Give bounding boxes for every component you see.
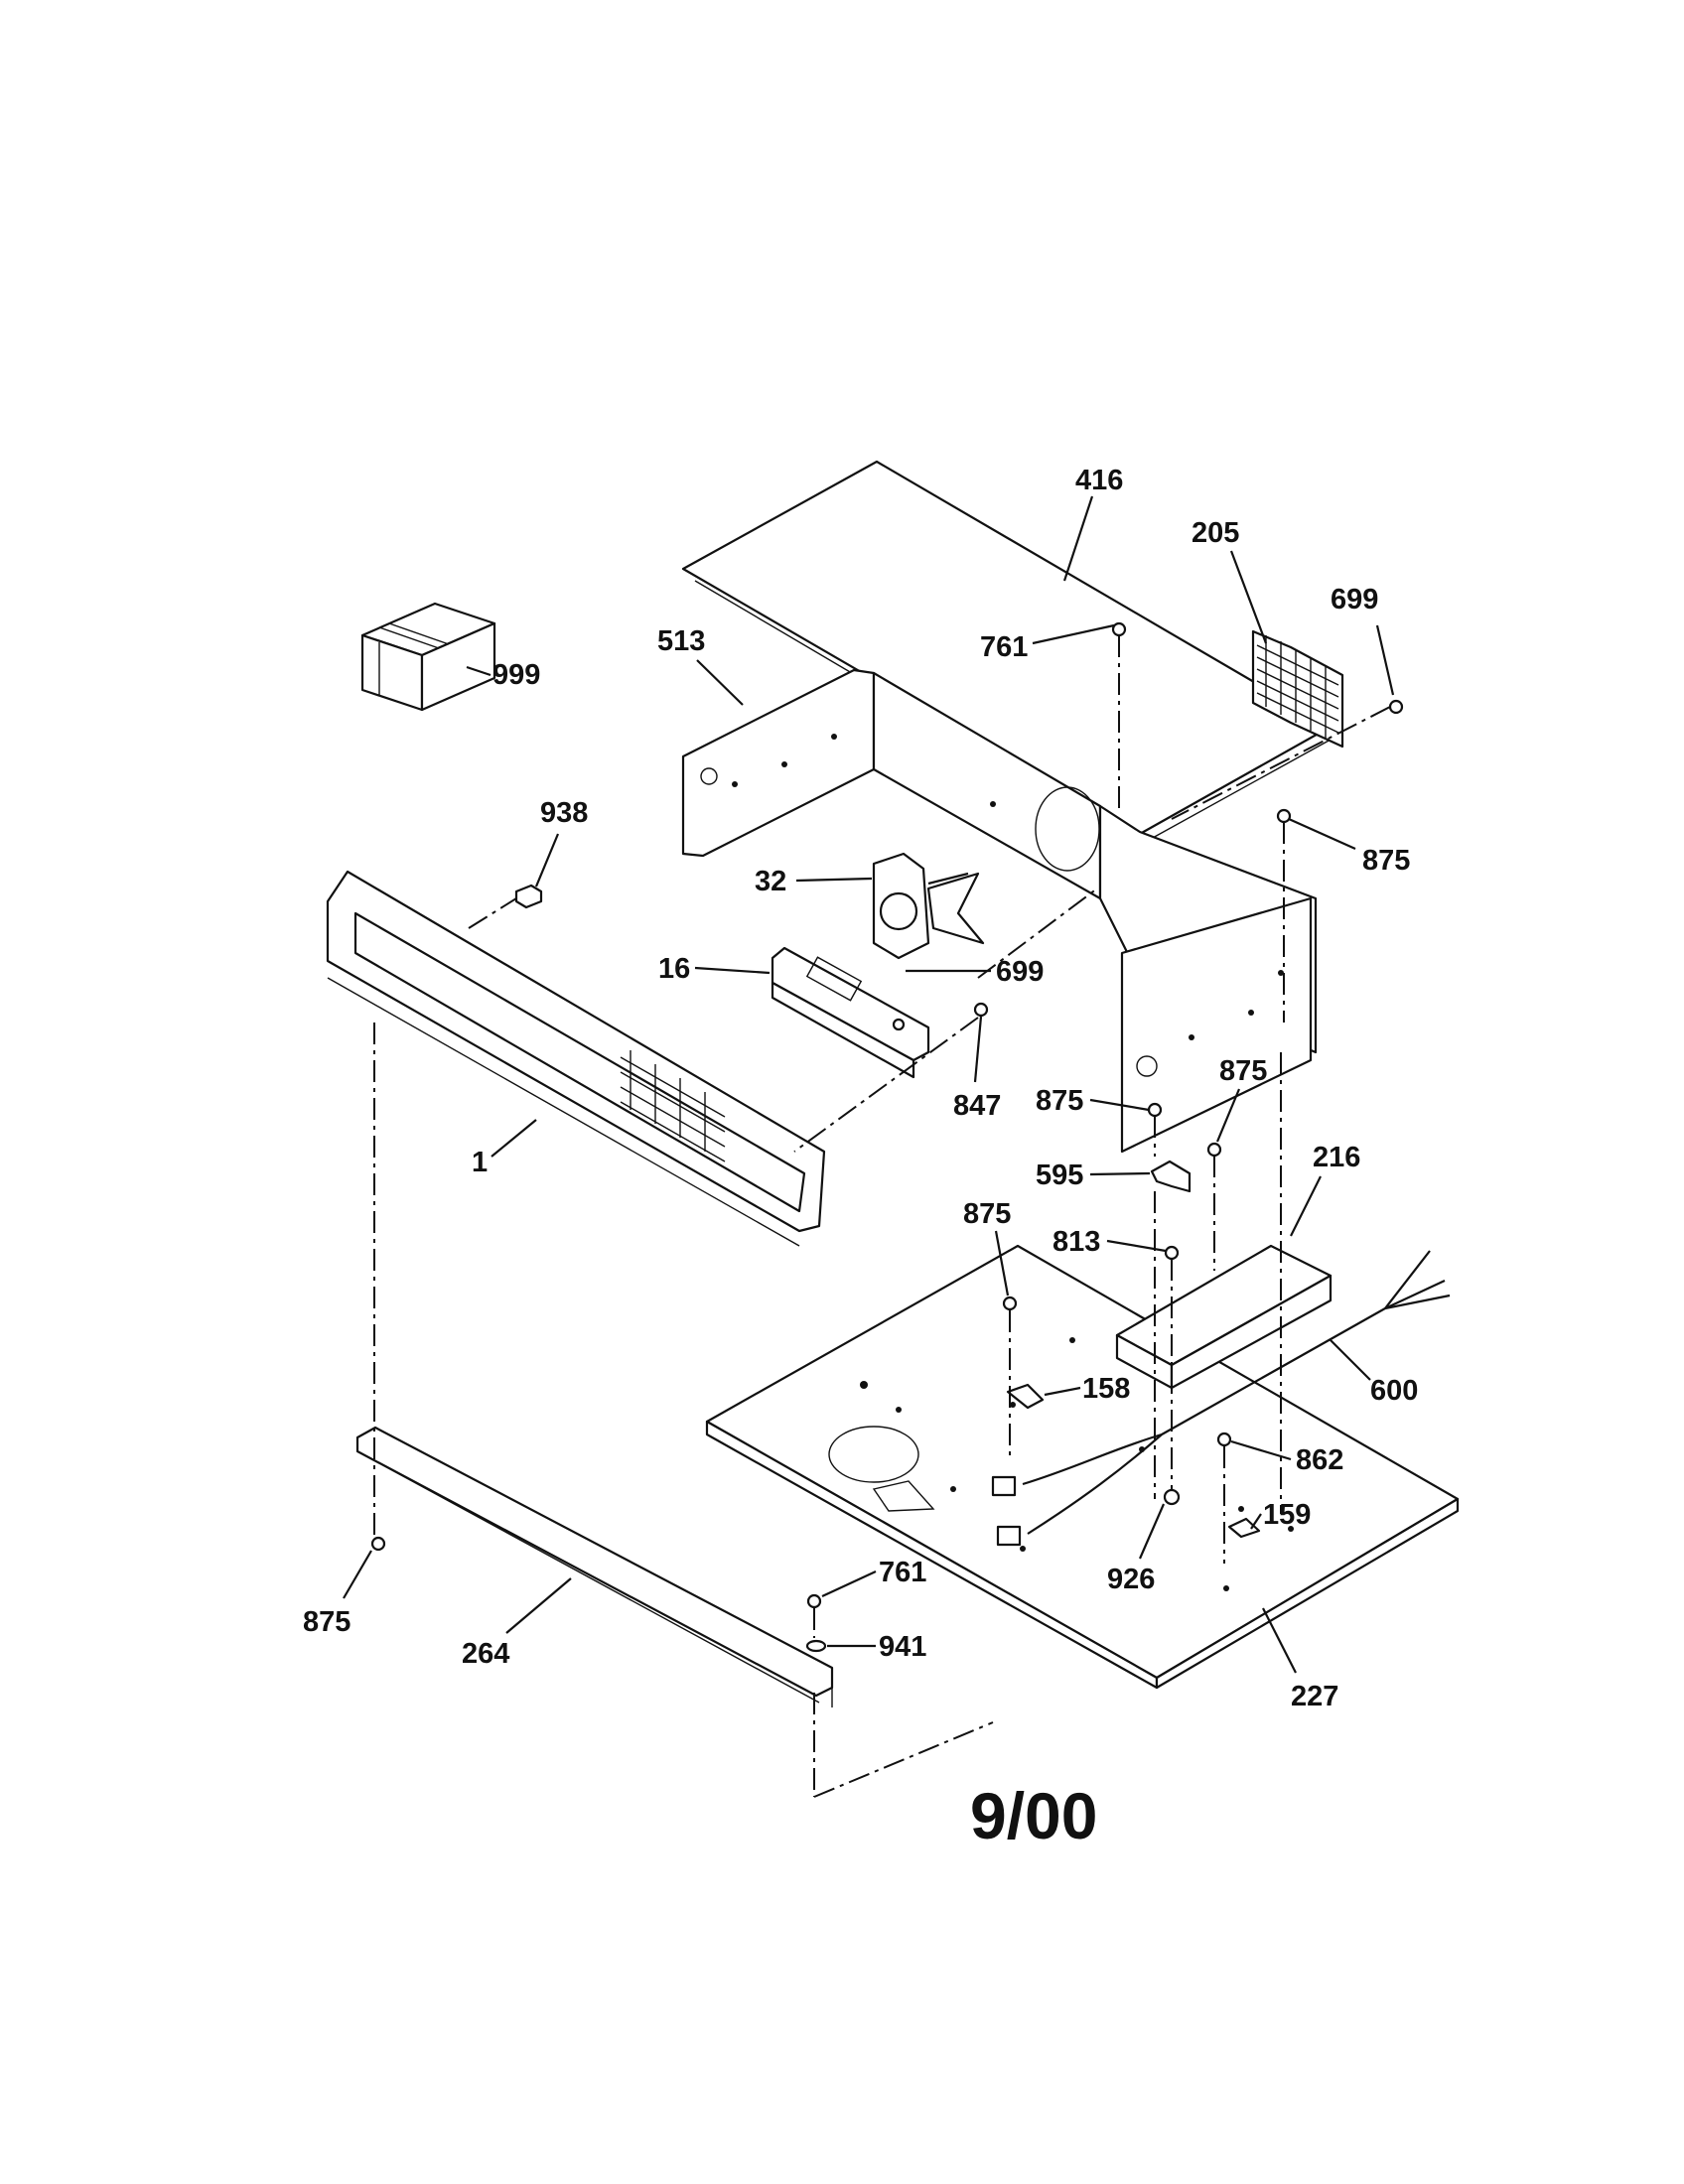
footer-date: 9/00 <box>970 1779 1097 1852</box>
part-938-clip <box>514 884 543 909</box>
part-999-box <box>360 602 496 712</box>
callout-16: 16 <box>658 953 690 985</box>
callout-264: 264 <box>462 1638 509 1670</box>
callout-159: 159 <box>1263 1499 1311 1531</box>
part-32-fan-motor <box>872 852 985 960</box>
assembly-lines <box>373 635 1391 1798</box>
callout-875: 875 <box>1362 845 1410 877</box>
callout-875: 875 <box>1219 1055 1267 1087</box>
callout-32: 32 <box>755 866 786 897</box>
part-595-bracket <box>1150 1160 1192 1193</box>
callout-699: 699 <box>1331 584 1378 615</box>
callout-926: 926 <box>1107 1564 1155 1595</box>
callout-761: 761 <box>879 1557 926 1588</box>
callout-875: 875 <box>303 1606 351 1638</box>
callout-862: 862 <box>1296 1444 1343 1476</box>
callout-595: 595 <box>1036 1160 1083 1191</box>
callout-1: 1 <box>472 1147 488 1178</box>
callout-999: 999 <box>492 659 540 691</box>
callout-416: 416 <box>1075 465 1123 496</box>
callout-labels: 416 205 699 513 761 999 938 875 32 16 69… <box>303 465 1418 1712</box>
callout-813: 813 <box>1052 1226 1100 1258</box>
part-1-control-panel <box>326 870 826 1247</box>
callout-761: 761 <box>980 631 1028 663</box>
callout-699: 699 <box>996 956 1044 988</box>
part-159-clip <box>1227 1517 1261 1539</box>
part-600-wire-harness <box>991 1250 1451 1547</box>
part-205-vent-screen <box>1251 629 1344 749</box>
callout-205: 205 <box>1192 517 1239 549</box>
callout-227: 227 <box>1291 1681 1338 1712</box>
callout-938: 938 <box>540 797 588 829</box>
callout-875: 875 <box>963 1198 1011 1230</box>
part-264-lower-trim <box>355 1426 834 1707</box>
leader-lines <box>343 495 1395 1674</box>
part-513-housing <box>681 668 1318 1154</box>
callout-600: 600 <box>1370 1375 1418 1407</box>
callout-941: 941 <box>879 1631 926 1663</box>
callout-513: 513 <box>657 625 705 657</box>
callout-847: 847 <box>953 1090 1001 1122</box>
callout-875: 875 <box>1036 1085 1083 1117</box>
part-158-thermostat <box>1006 1383 1045 1410</box>
callout-158: 158 <box>1082 1373 1130 1405</box>
callout-216: 216 <box>1313 1142 1360 1173</box>
part-227-base-pan <box>705 1244 1460 1690</box>
part-16-control-board <box>771 946 930 1079</box>
